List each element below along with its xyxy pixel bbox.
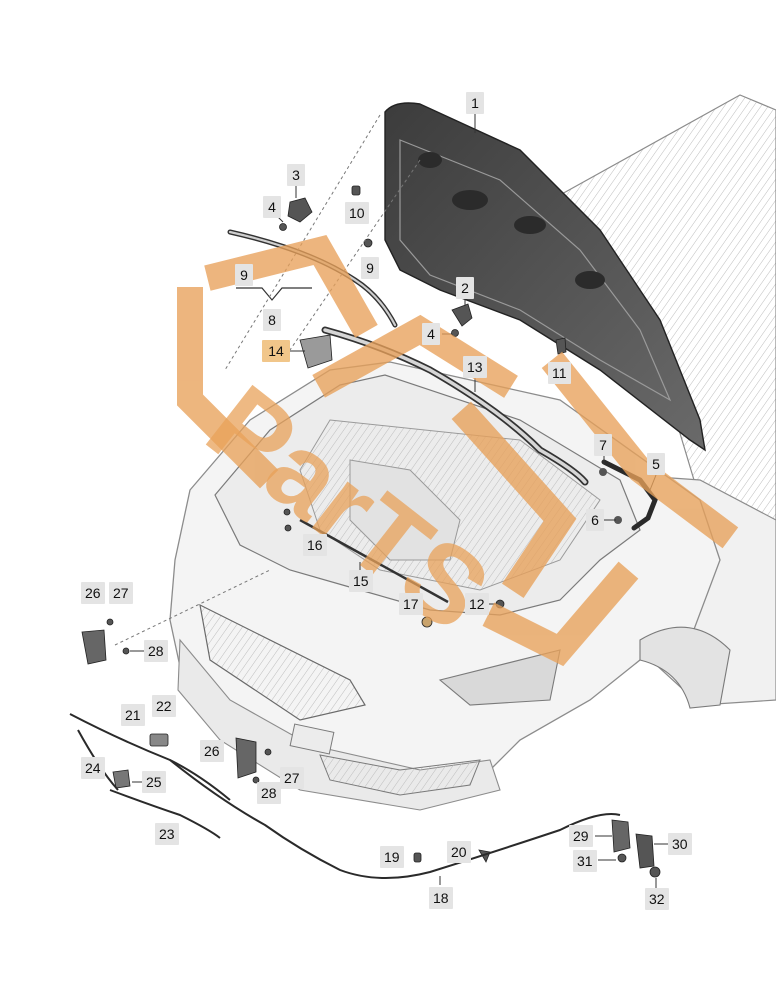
callout-26: 26	[81, 582, 105, 604]
callout-1: 1	[466, 92, 484, 114]
callout-14-highlighted: 14	[262, 340, 290, 362]
callout-15: 15	[349, 570, 373, 592]
callout-29: 29	[569, 825, 593, 847]
callout-3: 3	[287, 164, 305, 186]
callout-19: 19	[380, 846, 404, 868]
callout-7: 7	[594, 434, 612, 456]
callout-28: 28	[144, 640, 168, 662]
callout-22: 22	[152, 695, 176, 717]
callout-2: 2	[456, 277, 474, 299]
callout-13: 13	[463, 356, 487, 378]
callout-32: 32	[645, 888, 669, 910]
callout-9: 9	[235, 264, 253, 286]
callout-16: 16	[303, 534, 327, 556]
hood-panel	[384, 102, 706, 452]
callout-27: 27	[109, 582, 133, 604]
callout-17: 17	[399, 593, 423, 615]
callout-6: 6	[586, 509, 604, 531]
callout-12: 12	[465, 593, 489, 615]
callout-8: 8	[263, 309, 281, 331]
watermark-logo	[177, 234, 739, 667]
callout-10: 10	[345, 202, 369, 224]
callout-25: 25	[142, 771, 166, 793]
callout-27: 27	[280, 767, 304, 789]
callout-4: 4	[263, 196, 281, 218]
small-hardware	[81, 185, 661, 878]
callout-24: 24	[81, 757, 105, 779]
callout-18: 18	[429, 887, 453, 909]
callout-11: 11	[548, 362, 571, 384]
callout-21: 21	[121, 704, 145, 726]
callout-5: 5	[647, 453, 665, 475]
callout-4: 4	[422, 323, 440, 345]
callout-31: 31	[573, 850, 597, 872]
hood-stay-rod	[299, 518, 449, 604]
callout-28: 28	[257, 782, 281, 804]
callout-23: 23	[155, 823, 179, 845]
callout-26: 26	[200, 740, 224, 762]
callout-9: 9	[361, 257, 379, 279]
callout-20: 20	[447, 841, 471, 863]
callout-30: 30	[668, 833, 692, 855]
